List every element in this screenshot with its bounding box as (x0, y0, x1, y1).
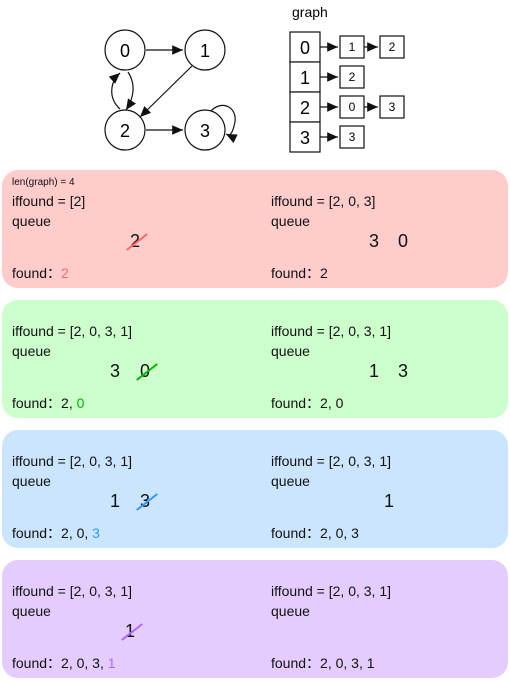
adjacency-row-2: 2 0 3 (289, 91, 405, 123)
svg-text:0: 0 (300, 38, 310, 58)
found-new-value: 0 (76, 395, 85, 411)
step-panel-1 (2, 170, 508, 288)
found-text: found：2, 0 (271, 395, 344, 411)
step-panel-4 (2, 560, 508, 678)
queue-label: queue (12, 343, 51, 359)
edge-0-2 (125, 71, 136, 111)
edge-1-2 (139, 65, 193, 118)
queue-item: 3 (398, 361, 409, 381)
step-panel-2 (2, 300, 508, 418)
queue-label: queue (271, 603, 310, 619)
svg-text:2: 2 (349, 70, 356, 84)
svg-text:2: 2 (389, 40, 396, 54)
svg-text:3: 3 (300, 128, 310, 148)
iffound-text: iffound = [2, 0, 3, 1] (271, 453, 391, 469)
edge-3-3 (209, 104, 238, 144)
queue-label: queue (12, 603, 51, 619)
iffound-text: iffound = [2] (12, 193, 86, 209)
edge-2-0 (108, 72, 121, 110)
iffound-text: iffound = [2, 0, 3, 1] (12, 323, 132, 339)
adjacency-row-3: 3 3 (289, 121, 365, 153)
queue-item: 3 (110, 361, 121, 381)
iffound-text: iffound = [2, 0, 3, 1] (12, 583, 132, 599)
svg-text:2: 2 (120, 121, 130, 141)
adjacency-row-1: 1 2 (289, 61, 365, 93)
node-1: 1 (184, 29, 226, 71)
queue-item-struck: 3 (140, 491, 151, 511)
queue-item: 1 (384, 491, 395, 511)
queue-item: 1 (110, 491, 121, 511)
found-new-value: 2 (61, 265, 69, 281)
step-panel-3 (2, 430, 508, 548)
found-new-value: 3 (92, 525, 100, 541)
graph-title: graph (292, 4, 328, 20)
found-text: found：2, 0, 3 (271, 525, 359, 541)
found-new-value: 1 (107, 655, 116, 671)
svg-text:1: 1 (200, 41, 210, 61)
iffound-text: iffound = [2, 0, 3, 1] (271, 583, 391, 599)
queue-label: queue (271, 213, 310, 229)
node-3: 3 (184, 109, 226, 151)
svg-text:0: 0 (349, 100, 356, 114)
found-text: found：2, 0, 3, 1 (12, 655, 116, 671)
svg-text:2: 2 (300, 98, 310, 118)
queue-label: queue (271, 343, 310, 359)
queue-item: 0 (398, 231, 409, 251)
found-text: found：2, 0, 3, 1 (271, 655, 375, 671)
adjacency-row-0: 0 1 2 (289, 31, 405, 63)
graph-diagram: 0 1 2 3 graph 0 1 2 1 2 2 0 3 (104, 4, 405, 153)
iffound-text: iffound = [2, 0, 3, 1] (271, 323, 391, 339)
svg-text:3: 3 (389, 100, 396, 114)
found-text: found：2, 0 (12, 395, 85, 411)
node-0: 0 (104, 29, 146, 71)
queue-item-struck: 0 (140, 361, 151, 381)
svg-text:1: 1 (300, 68, 310, 88)
queue-label: queue (271, 473, 310, 489)
queue-item: 3 (369, 231, 380, 251)
found-text: found：2, 0, 3 (12, 525, 100, 541)
svg-text:3: 3 (200, 121, 210, 141)
queue-item-struck: 1 (125, 621, 136, 641)
svg-text:1: 1 (349, 40, 356, 54)
queue-label: queue (12, 473, 51, 489)
iffound-text: iffound = [2, 0, 3] (271, 193, 376, 209)
iffound-text: iffound = [2, 0, 3, 1] (12, 453, 132, 469)
found-text: found：2 (271, 265, 328, 281)
queue-item-struck: 2 (130, 231, 141, 251)
queue-item: 1 (369, 361, 380, 381)
node-2: 2 (104, 109, 146, 151)
found-text: found：2 (12, 265, 69, 281)
queue-label: queue (12, 213, 51, 229)
svg-text:3: 3 (349, 130, 356, 144)
graph-length-note: len(graph) = 4 (12, 177, 75, 188)
svg-text:0: 0 (120, 41, 130, 61)
